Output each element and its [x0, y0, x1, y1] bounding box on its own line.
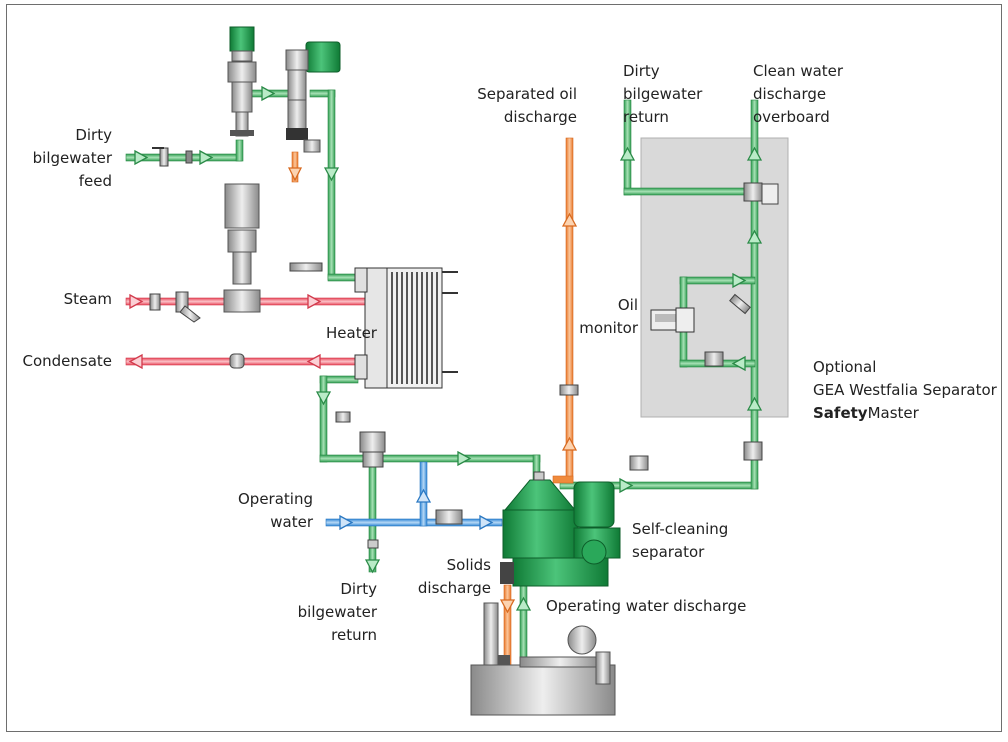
- orange-arrows: [287, 167, 578, 614]
- label-self-cleaning-separator: Self-cleaning separator: [632, 520, 729, 561]
- red-arrows: [128, 293, 322, 370]
- flow-arrows: [134, 85, 763, 611]
- feed-pump: [227, 26, 257, 137]
- safetymaster-rest-text: Master: [867, 404, 919, 422]
- label-separated-oil-discharge: Separated oil discharge: [477, 85, 577, 126]
- label-operating-water-discharge: Operating water discharge: [546, 597, 747, 615]
- oil-pipes: [291, 137, 574, 666]
- label-operating-water: Operating water: [238, 490, 313, 531]
- safetymaster-bold-text: Safety: [813, 404, 868, 422]
- self-cleaning-separator: [500, 471, 621, 587]
- label-optional-safetymaster: Optional GEA Westfalia Separator SafetyM…: [813, 358, 997, 422]
- oil-monitor-device: [559, 182, 779, 471]
- label-oil-monitor: Oil monitor: [579, 296, 638, 337]
- label-dirty-bilgewater-feed: Dirty bilgewater feed: [32, 126, 112, 190]
- steam-control-valve: [149, 183, 261, 369]
- label-dirty-bilgewater-return-bottom: Dirty bilgewater return: [297, 580, 377, 644]
- sludge-tank: [470, 602, 616, 716]
- three-way-valve: [285, 41, 341, 153]
- label-dirty-bilgewater-return-top: Dirty bilgewater return: [623, 62, 703, 126]
- blue-arrows: [339, 488, 494, 531]
- label-condensate: Condensate: [22, 352, 112, 370]
- feed-valves: [152, 147, 193, 167]
- label-solids-discharge: Solids discharge: [417, 556, 491, 597]
- regulating-valve: [335, 411, 463, 549]
- label-steam: Steam: [63, 290, 112, 308]
- heater: [289, 262, 458, 389]
- operating-water-pipes: [325, 461, 503, 527]
- label-heater: Heater: [326, 324, 377, 342]
- label-clean-water-discharge-overboard: Clean water discharge overboard: [753, 62, 844, 126]
